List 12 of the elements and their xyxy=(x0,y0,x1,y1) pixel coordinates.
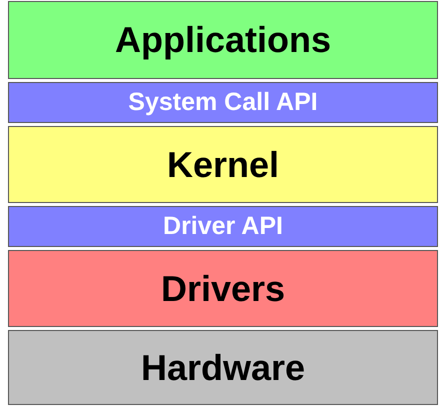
driver-layer xyxy=(8,250,438,327)
layer-title: Drivers xyxy=(160,268,286,310)
layer-title: Applications xyxy=(114,19,332,61)
api-layer xyxy=(8,82,438,123)
application-layer xyxy=(8,1,438,79)
layer-title: Kernel xyxy=(166,144,280,186)
api-layer xyxy=(8,206,438,247)
layer-title: Driver API xyxy=(163,212,283,241)
hardware-layer xyxy=(8,330,438,405)
layer-title: Hardware xyxy=(140,346,306,388)
layer-title: System Call API xyxy=(128,88,318,117)
kernel-layer xyxy=(8,126,438,203)
